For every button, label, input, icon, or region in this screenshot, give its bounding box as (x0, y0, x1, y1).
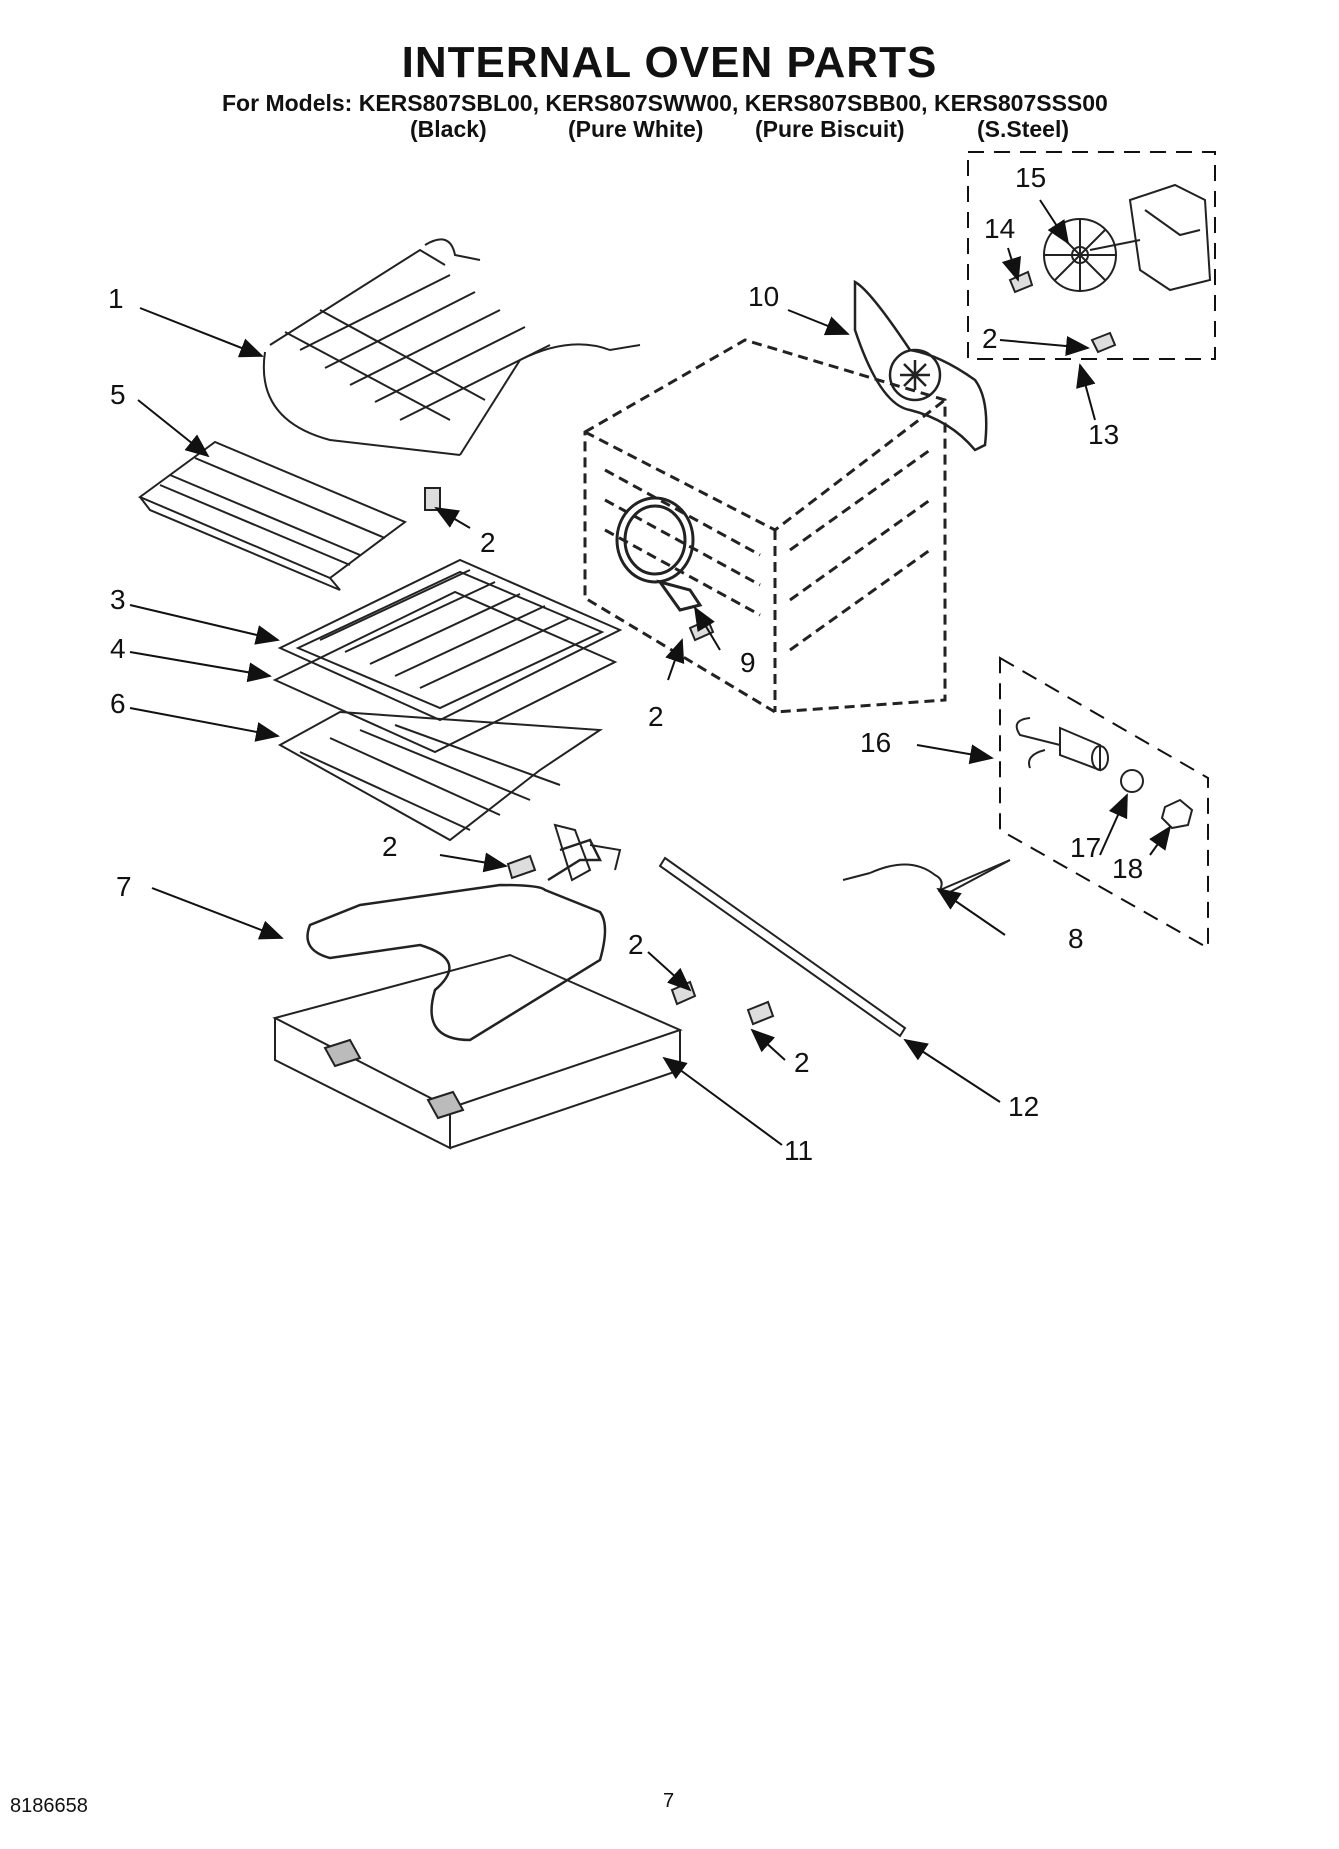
callout-12: 12 (1008, 1091, 1039, 1122)
variant-pure-white: (Pure White) (568, 116, 704, 142)
broiler-pan-drawing (272, 558, 623, 754)
callout-8: 8 (1068, 923, 1084, 954)
document-number: 8186658 (10, 1795, 88, 1817)
callout-2-cover-screw: 2 (628, 929, 644, 960)
variant-stainless: (S.Steel) (977, 116, 1070, 142)
callout-5: 5 (110, 379, 126, 410)
broil-element-drawing (262, 238, 641, 456)
callout-6: 6 (110, 688, 126, 719)
callout-11: 11 (784, 1135, 813, 1166)
fan-motor-drawing (1008, 183, 1212, 354)
trim-strip-drawing (658, 856, 907, 1038)
callout-2-convection-screw: 2 (648, 701, 664, 732)
callout-14: 14 (984, 213, 1015, 244)
leader-lines (129, 199, 1172, 1146)
callout-2-broil-screw: 2 (480, 527, 496, 558)
variant-black: (Black) (410, 116, 487, 142)
callout-13: 13 (1088, 419, 1119, 450)
callout-2-bake-screw: 2 (382, 831, 398, 862)
callout-3: 3 (110, 584, 126, 615)
callout-18: 18 (1112, 853, 1143, 884)
page-title: INTERNAL OVEN PARTS (401, 38, 938, 87)
fan-assembly-group-box (967, 151, 1216, 360)
oven-rack-drawing (137, 440, 407, 591)
page-number: 7 (663, 1790, 675, 1812)
callout-17: 17 (1070, 832, 1101, 863)
callout-9: 9 (740, 647, 756, 678)
callout-10: 10 (748, 281, 779, 312)
lamp-assembly-group-box (999, 656, 1209, 950)
callout-15: 15 (1015, 162, 1046, 193)
convection-element-drawing (615, 496, 703, 612)
bake-element-drawing (306, 838, 607, 1042)
bake-element-bracket-drawing (553, 823, 622, 882)
variant-pure-biscuit: (Pure Biscuit) (755, 116, 905, 142)
callout-2-fan-screw: 2 (982, 323, 998, 354)
callout-4: 4 (110, 633, 126, 664)
lamp-socket-drawing (1015, 717, 1194, 830)
models-line: For Models: KERS807SBL00, KERS807SWW00, … (222, 90, 1108, 116)
callout-2-trim-screw: 2 (794, 1047, 810, 1078)
bottom-cover-drawing (272, 953, 683, 1150)
callout-7: 7 (116, 871, 132, 902)
meat-probe-drawing (842, 859, 1011, 893)
oven-cavity-drawing (583, 338, 947, 714)
fan-baffle-drawing (853, 279, 988, 452)
callout-16: 16 (860, 727, 891, 758)
callout-1: 1 (108, 283, 124, 314)
bottom-rack-drawing (277, 710, 603, 842)
